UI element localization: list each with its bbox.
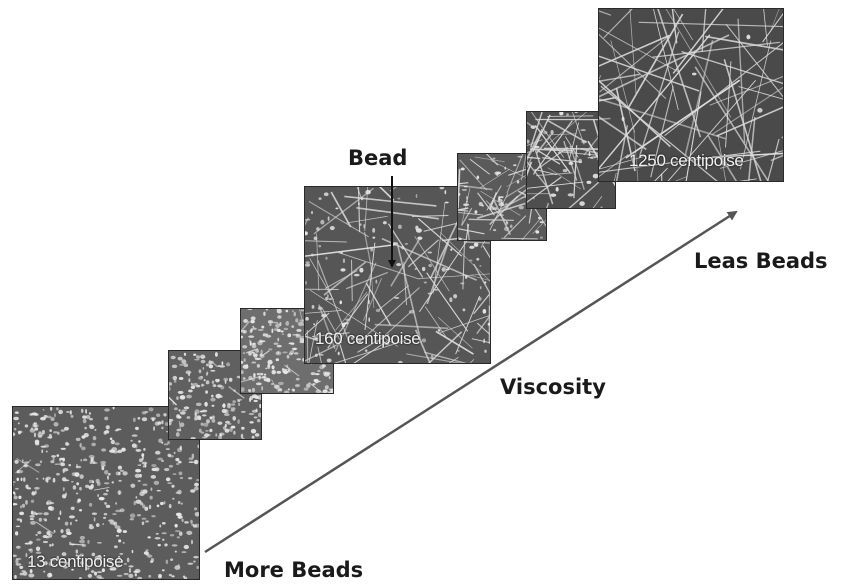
viscosity-arrow <box>205 212 736 552</box>
viscosity-label: Viscosity <box>500 375 606 399</box>
more-beads-label: More Beads <box>224 558 363 582</box>
less-beads-label: Leas Beads <box>694 249 828 273</box>
bead-label: Bead <box>348 146 407 170</box>
